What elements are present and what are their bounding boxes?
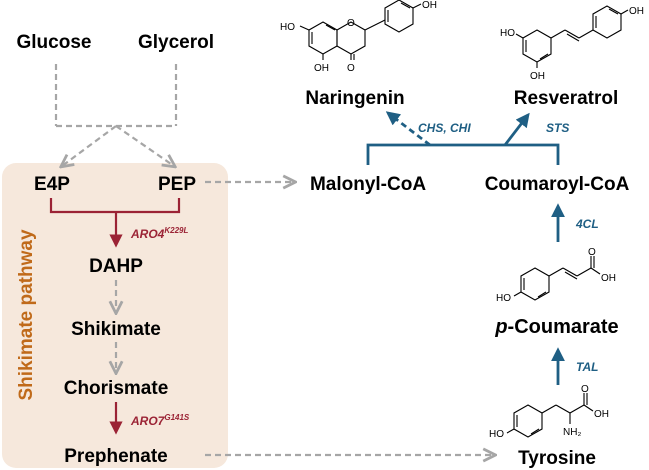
naringenin-ho-left: HO xyxy=(280,22,295,33)
enzyme-tal: TAL xyxy=(576,360,598,374)
p-coumarate-structure xyxy=(513,256,601,301)
resveratrol-oh-bottom: OH xyxy=(530,71,545,82)
node-e4p: E4P xyxy=(34,174,70,195)
red-arrows xyxy=(49,198,181,435)
naringenin-oh-bottom: OH xyxy=(314,63,329,74)
node-dahp: DAHP xyxy=(89,256,143,277)
resveratrol-ho: HO xyxy=(500,28,515,39)
arrow-to-pep xyxy=(115,125,174,166)
node-shikimate: Shikimate xyxy=(71,319,161,340)
node-tyrosine: Tyrosine xyxy=(518,448,596,469)
enzyme-sts: STS xyxy=(546,121,569,135)
naringenin-oh-right: OH xyxy=(422,0,437,11)
tyrosine-nh2: NH₂ xyxy=(563,427,581,438)
node-p-coumarate: p-Coumarate xyxy=(494,316,618,338)
node-glycerol: Glycerol xyxy=(138,32,214,53)
node-malonyl-coa: Malonyl-CoA xyxy=(310,174,426,195)
p-coumarate-ho: HO xyxy=(496,293,511,304)
enzyme-aro7: ARO7G141S xyxy=(130,413,190,428)
p-prefix: p xyxy=(494,316,507,338)
p-coumarate-rest: -Coumarate xyxy=(508,316,619,338)
node-glucose: Glucose xyxy=(17,32,92,53)
node-chorismate: Chorismate xyxy=(64,378,169,399)
node-naringenin: Naringenin xyxy=(305,88,404,109)
p-coumarate-oh: OH xyxy=(601,273,616,284)
naringenin-o-keto: O xyxy=(347,63,355,74)
node-resveratrol: Resveratrol xyxy=(514,88,619,109)
naringenin-structure xyxy=(299,0,422,60)
blue-arrows xyxy=(366,111,565,385)
enzyme-chs-chi: CHS, CHI xyxy=(418,121,471,135)
arrow-to-e4p xyxy=(62,125,117,166)
tyrosine-oh: OH xyxy=(594,409,609,420)
resveratrol-structure xyxy=(515,5,629,68)
shikimate-pathway-box xyxy=(2,163,228,468)
arrow-to-resveratrol xyxy=(503,112,530,146)
resveratrol-oh-right: OH xyxy=(629,6,644,17)
node-coumaroyl-coa: Coumaroyl-CoA xyxy=(485,174,630,195)
node-pep: PEP xyxy=(158,174,196,195)
arrow-to-naringenin xyxy=(385,111,431,147)
malonyl-coumaroyl-join xyxy=(366,143,560,165)
enzyme-4cl: 4CL xyxy=(575,217,599,231)
tyrosine-o: O xyxy=(581,384,589,395)
naringenin-o-ring: O xyxy=(347,18,355,29)
tyrosine-ho: HO xyxy=(489,429,504,440)
node-prephenate: Prephenate xyxy=(64,446,167,467)
p-coumarate-o: O xyxy=(588,247,596,258)
feedstock-arrows xyxy=(54,64,494,455)
shikimate-pathway-label: Shikimate pathway xyxy=(16,229,37,400)
enzyme-aro4: ARO4K229L xyxy=(130,226,188,241)
tyrosine-structure xyxy=(506,393,594,438)
